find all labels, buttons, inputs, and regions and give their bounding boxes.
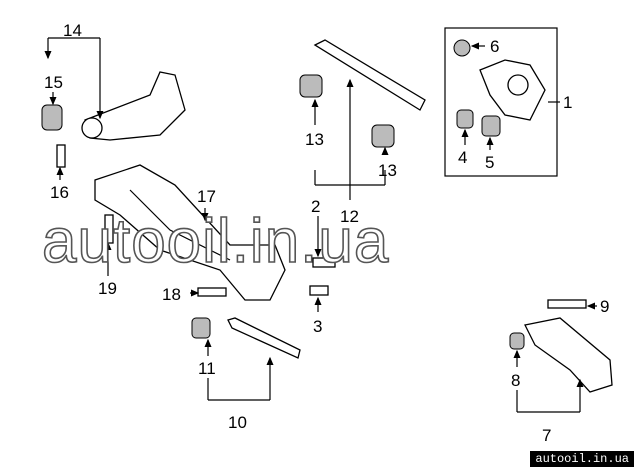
- callout-3: 3: [313, 317, 322, 336]
- callout-2: 2: [311, 197, 320, 216]
- bolt-3: [309, 285, 329, 296]
- callout-17: 17: [197, 187, 216, 206]
- callout-8: 8: [511, 371, 520, 390]
- callout-7: 7: [542, 426, 551, 445]
- callout-13a: 13: [305, 130, 324, 149]
- callout-15: 15: [44, 73, 63, 92]
- callout-18: 18: [162, 285, 181, 304]
- lower-control-arm: [509, 299, 613, 393]
- callout-4: 4: [458, 148, 467, 167]
- knuckle: [453, 39, 546, 137]
- leader-lines: [44, 37, 597, 413]
- watermark: autooil.in.ua: [42, 207, 389, 276]
- callout-1: 1: [563, 93, 572, 112]
- callout-13b: 13: [378, 161, 397, 180]
- lateral-link: [191, 317, 301, 359]
- bolt-16: [56, 144, 66, 168]
- callout-6: 6: [490, 37, 499, 56]
- callout-12: 12: [340, 207, 359, 226]
- callout-19: 19: [98, 279, 117, 298]
- trailing-link-12: [313, 39, 426, 111]
- upper-control-arm: [81, 71, 186, 141]
- callout-16: 16: [50, 183, 69, 202]
- subframe: [94, 164, 286, 301]
- bolt-18: [197, 287, 227, 297]
- callout-10: 10: [228, 413, 247, 432]
- callout-5: 5: [485, 153, 494, 172]
- callout-11: 11: [198, 359, 216, 378]
- callout-14: 14: [63, 21, 82, 40]
- callout-9: 9: [600, 297, 609, 316]
- bolt-2: [312, 257, 336, 268]
- bushing-15: [41, 104, 63, 131]
- site-badge: autooil.in.ua: [530, 451, 634, 467]
- bushing-13a: [299, 74, 323, 98]
- bushing-13b: [371, 124, 395, 148]
